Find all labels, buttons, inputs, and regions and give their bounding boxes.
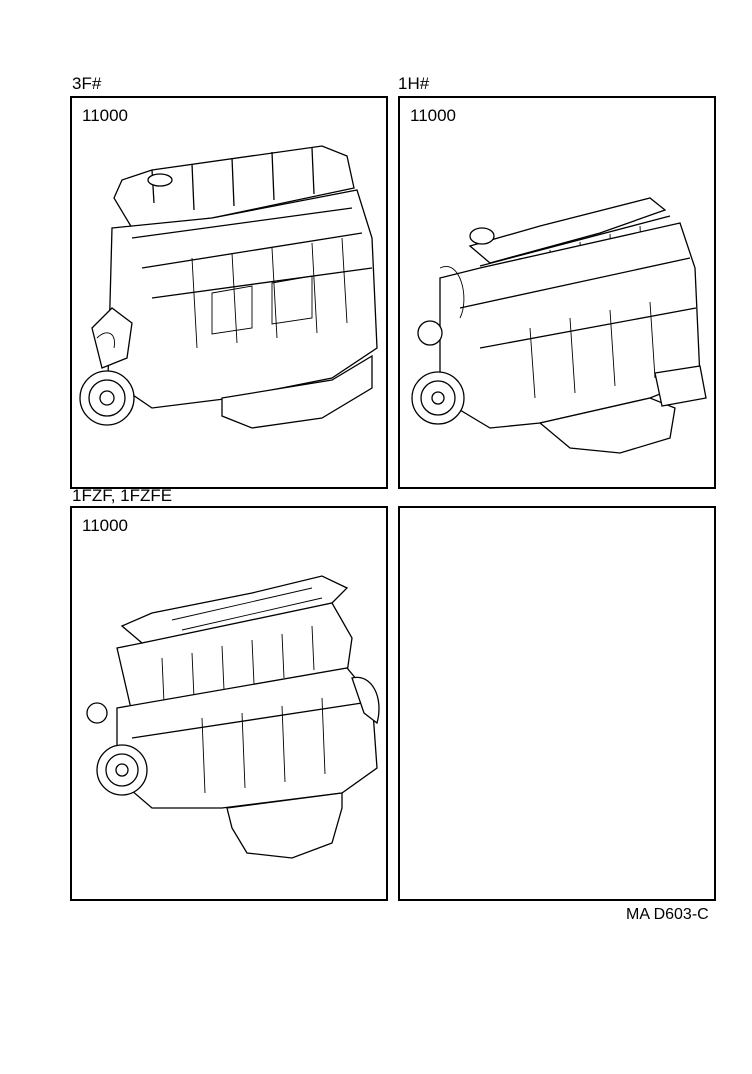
part-number: 11000	[410, 106, 457, 125]
engine-3f-icon	[79, 145, 378, 429]
engine-label-3f: 3F#	[72, 74, 102, 93]
diagram-code: MA D603-C	[626, 906, 709, 923]
engine-label-1fz: 1FZF, 1FZFE	[72, 486, 173, 505]
empty-panel	[398, 506, 716, 901]
engine-panel-1fz: 11000	[70, 506, 388, 901]
part-number: 11000	[82, 516, 129, 535]
engine-1fz-icon	[86, 575, 380, 859]
engine-panel-3f: 11000	[70, 96, 388, 489]
engine-panel-1h: 11000	[398, 96, 716, 489]
engine-label-1h: 1H#	[398, 74, 430, 93]
part-number: 11000	[82, 106, 129, 125]
engine-1h-icon	[411, 197, 707, 454]
